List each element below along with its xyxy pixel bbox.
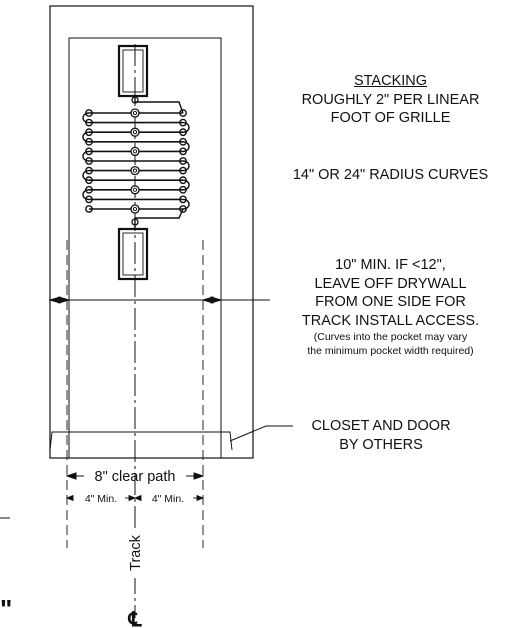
lower-pivot xyxy=(131,218,139,226)
closet-door-line xyxy=(49,431,233,451)
grille-curl-right xyxy=(182,141,190,153)
closet-note: CLOSET AND DOOR BY OTHERS xyxy=(296,417,466,454)
pocket-opening xyxy=(68,37,222,459)
grille-roller-hub xyxy=(132,168,138,173)
radius-note: 14" OR 24" RADIUS CURVES xyxy=(258,166,523,185)
track-label: Track xyxy=(128,534,144,570)
pocket-note: 10" MIN. IF <12", LEAVE OFF DRYWALL FROM… xyxy=(258,256,523,359)
grille-curl-right xyxy=(182,121,190,133)
pocket-line-1: 10" MIN. IF <12", xyxy=(335,257,446,273)
stacking-line-2: FOOT OF GRILLE xyxy=(330,110,451,127)
grille-stack xyxy=(82,96,190,229)
closet-line-2: BY OTHERS xyxy=(339,436,423,453)
min-width-dimensions xyxy=(65,494,205,502)
grille-curl-right xyxy=(182,179,190,191)
grille-roller xyxy=(130,108,140,118)
grille-lower-connector xyxy=(134,208,184,229)
grille-roller-hub xyxy=(132,149,138,154)
pocket-sub-2: the minimum pocket width required) xyxy=(307,345,474,358)
radius-text: 14" OR 24" RADIUS CURVES xyxy=(292,167,489,183)
grille-roller-hub xyxy=(132,187,138,192)
grille-roller xyxy=(130,185,140,195)
grille-roller-hub xyxy=(132,130,138,135)
stacking-heading: STACKING xyxy=(353,73,428,89)
grille-upper-connector xyxy=(134,96,184,114)
grille-curl-right xyxy=(182,198,190,210)
edge-fragment-mark: " xyxy=(0,594,12,624)
pocket-line-4: TRACK INSTALL ACCESS. xyxy=(301,312,480,329)
right-min-label: 4" Min. xyxy=(152,493,184,505)
pocket-width-dimension xyxy=(48,296,270,304)
grille-roller xyxy=(130,204,140,214)
closet-leader xyxy=(229,425,293,442)
stacking-note: STACKING ROUGHLY 2" PER LINEAR FOOT OF G… xyxy=(258,72,523,128)
upper-pivot xyxy=(131,96,139,104)
grille-link-right xyxy=(179,109,187,117)
pocket-line-2: LEAVE OFF DRYWALL xyxy=(314,275,467,292)
stacking-line-1: ROUGHLY 2" PER LINEAR xyxy=(301,91,480,108)
centerline-symbol: ℄ xyxy=(128,609,143,628)
grille-curl-left xyxy=(82,150,90,162)
upper-trolley xyxy=(117,44,149,98)
lower-trolley xyxy=(117,227,149,281)
outer-wall xyxy=(49,5,254,459)
grille-curl-left xyxy=(82,131,90,143)
pocket-line-3: FROM ONE SIDE FOR xyxy=(315,294,466,311)
grille-link-left xyxy=(85,205,93,213)
grille-curl-right xyxy=(182,160,190,172)
pocket-sub-1: (Curves into the pocket may vary xyxy=(313,331,468,344)
grille-curl-left xyxy=(82,112,90,124)
closet-line-1: CLOSET AND DOOR xyxy=(311,418,451,434)
clear-path-dimension xyxy=(65,472,205,480)
grille-roller xyxy=(130,146,140,157)
grille-roller xyxy=(130,165,140,176)
grille-roller-hub xyxy=(132,110,138,116)
grille-roller-hub xyxy=(132,206,138,212)
clear-path-label: 8" clear path xyxy=(95,469,176,485)
grille-roller xyxy=(130,127,140,137)
grille-curl-left xyxy=(82,169,90,181)
grille-curl-left xyxy=(82,189,90,201)
left-min-label: 4" Min. xyxy=(85,493,117,505)
